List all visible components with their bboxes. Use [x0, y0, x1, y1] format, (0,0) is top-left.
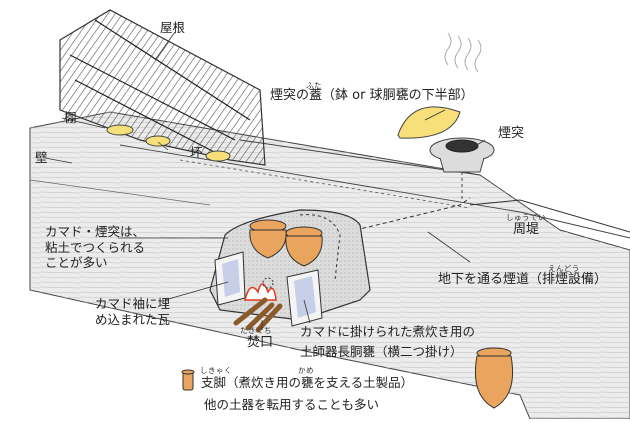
- firebox-ruby: たきぐち: [240, 326, 272, 335]
- chimney-lid-label: 煙突の蓋（鉢 or 球胴甕の下半部）: [270, 88, 474, 103]
- kamado-clay-line-2: 粘土でつくられる: [45, 239, 146, 255]
- embedded-tiles: [214, 251, 323, 327]
- cup-label: 坏: [190, 145, 203, 160]
- support-ruby-1: しきゃく: [200, 366, 232, 375]
- tile-note: カマド袖に埋 め込まれた瓦: [95, 296, 195, 327]
- support-label: 支脚（煮炊き用の甕を支える土製品）: [201, 375, 414, 390]
- kamado-clay-line-1: カマド・煙突は、: [45, 224, 146, 239]
- support-note: 他の土器を転用することも多い: [204, 397, 380, 412]
- wall-label: 壁: [35, 150, 48, 165]
- leader-lines: [44, 31, 486, 330]
- long-jar: [474, 347, 514, 409]
- underground-flue-label: 地下を通る煙道（排煙設備）: [438, 272, 608, 287]
- embankment-ruby: しゅうてい: [506, 213, 546, 222]
- chimney-lid-ruby: ふた: [306, 81, 322, 90]
- chimney-smoke: [444, 32, 482, 73]
- firebox-label: 焚口: [247, 335, 274, 350]
- embankment-label: 周堤: [513, 222, 540, 237]
- kamado-clay-note: カマド・煙突は、 粘土でつくられる ことが多い: [45, 224, 155, 271]
- roof-label: 屋根: [160, 20, 186, 35]
- support-icon: [181, 369, 195, 391]
- pots-note: カマドに掛けられた煮炊き用の 土師器長胴甕（横二つ掛け）: [300, 324, 500, 359]
- long-body-pots: [249, 219, 323, 267]
- chimney: [429, 137, 495, 173]
- pots-line-1: カマドに掛けられた煮炊き用の: [300, 324, 476, 339]
- underground-flue: [334, 197, 471, 236]
- shelf-cups: [106, 124, 231, 162]
- fire: [244, 277, 277, 301]
- tile-line-1: カマド袖に埋: [95, 296, 171, 311]
- shelf-label: 棚: [64, 110, 77, 125]
- kamado-clay-line-3: ことが多い: [45, 255, 108, 271]
- pots-line-2: 土師器長胴甕（横二つ掛け）: [300, 343, 463, 359]
- chimney-lid: [397, 106, 461, 139]
- embankment-edge: [469, 199, 630, 233]
- tile-line-2: め込まれた瓦: [95, 311, 171, 327]
- flue-ruby: えんどう: [548, 264, 580, 273]
- support-ruby-2: かめ: [298, 366, 314, 375]
- chimney-label: 煙突: [498, 126, 525, 141]
